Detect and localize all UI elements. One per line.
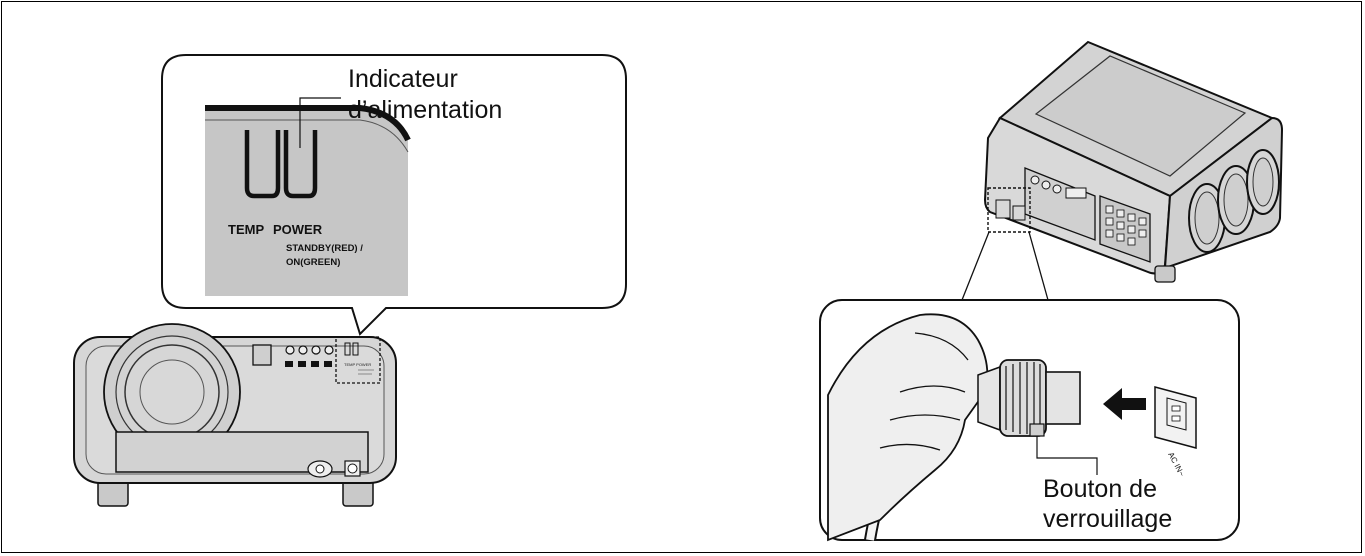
projector-rear-view (985, 42, 1282, 282)
lock-button-callout: AC IN~ Bouton de verrouillage (820, 300, 1239, 540)
lock-label-line2: verrouillage (1043, 505, 1172, 533)
panel-status-line2: ON(GREEN) (286, 257, 340, 268)
indicator-label-line2: d’alimentation (348, 96, 502, 124)
lock-label-line1: Bouton de (1043, 475, 1157, 503)
panel-power-label: POWER (273, 222, 323, 237)
indicator-label-line1: Indicateur (348, 65, 458, 93)
power-indicator-callout: TEMP POWER STANDBY(RED) / ON(GREEN) Indi… (162, 55, 626, 334)
panel-status-line1: STANDBY(RED) / (286, 243, 363, 254)
projector-front-view: TEMP POWER (74, 324, 396, 506)
mini-temp-power-label: TEMP POWER (344, 362, 371, 367)
lock-button (1030, 424, 1044, 436)
panel-temp-label: TEMP (228, 222, 264, 237)
